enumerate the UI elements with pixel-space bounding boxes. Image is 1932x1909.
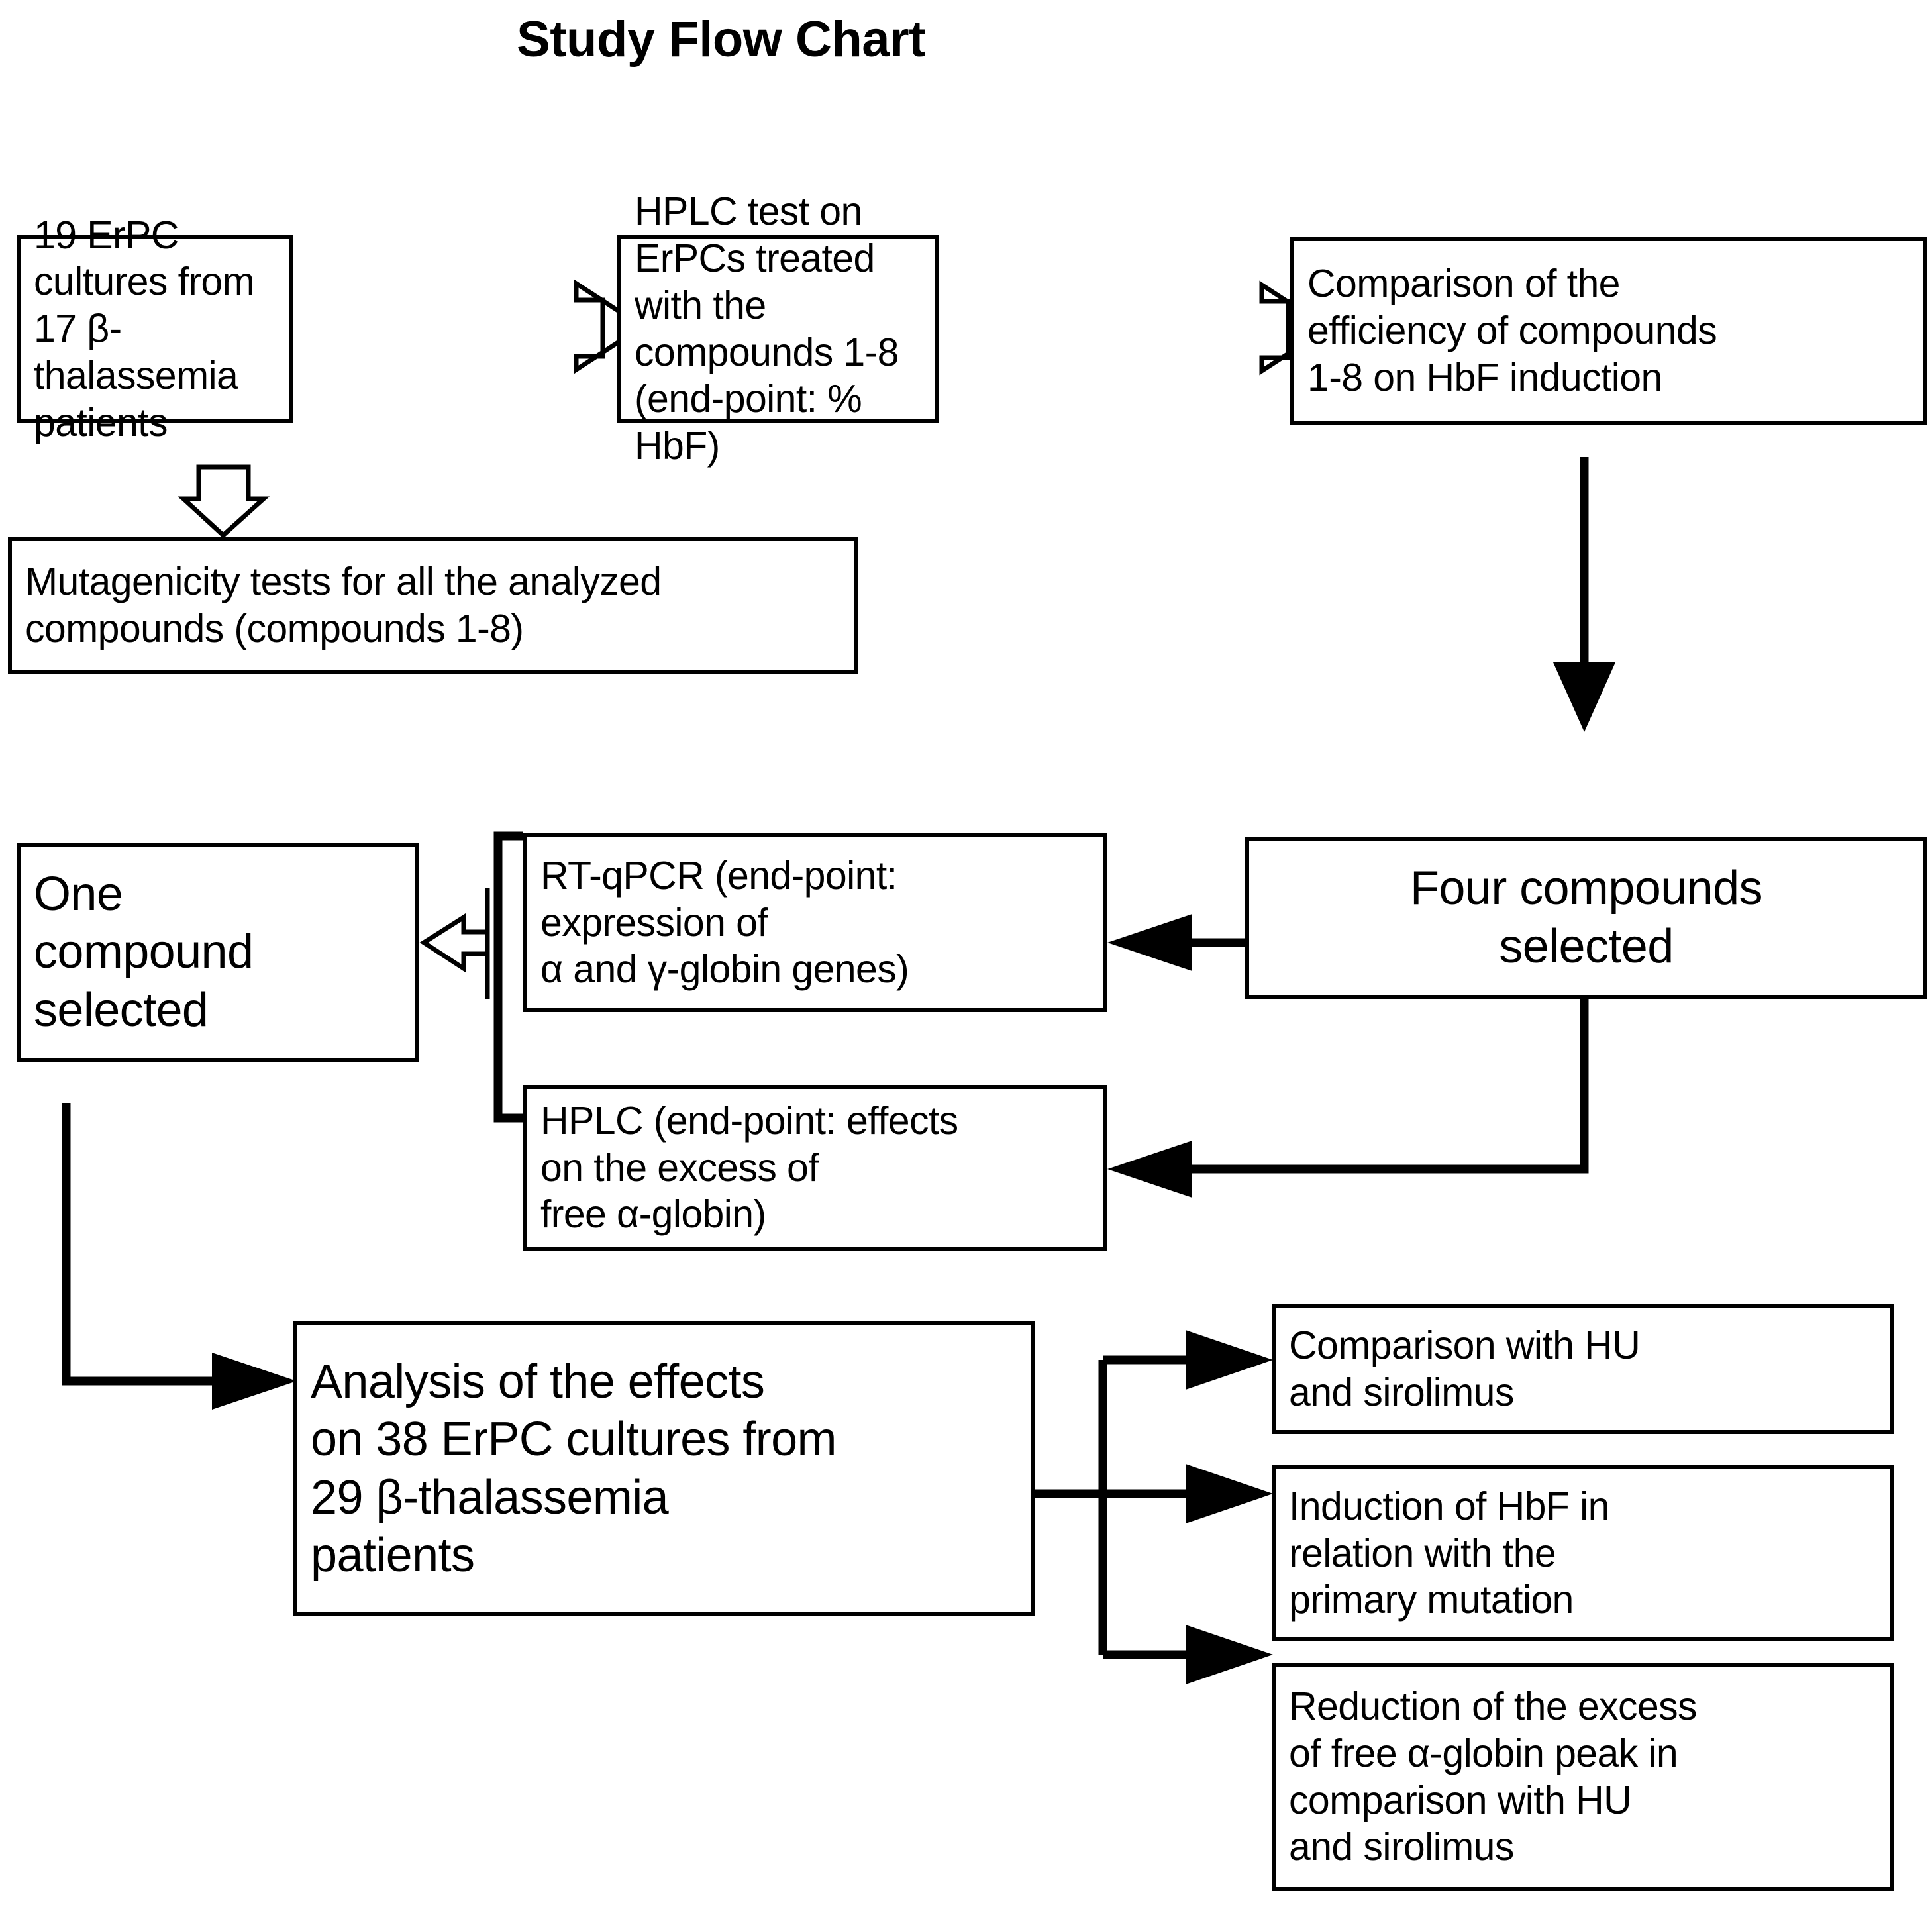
arrow-four-compounds-to-rtqpcr [1107, 914, 1245, 971]
node-analysis-effects-label: Analysis of the effects on 38 ErPC cultu… [311, 1355, 837, 1582]
node-hplc-test-label: HPLC test on ErPCs treated with the comp… [635, 189, 899, 468]
node-rt-qpcr-label: RT-qPCR (end-point: expression of α and … [540, 853, 909, 992]
node-hplc-test[interactable]: HPLC test on ErPCs treated with the comp… [617, 189, 939, 468]
arrow-one-compound-to-analysis [62, 1103, 297, 1410]
node-comparison-efficiency[interactable]: Comparison of the efficiency of compound… [1290, 237, 1927, 425]
node-reduction-excess-label: Reduction of the excess of free α-globin… [1289, 1684, 1698, 1869]
node-erpc-cultures[interactable]: 19 ErPC cultures from 17 β-thalassemia p… [17, 213, 293, 444]
arrow-comparison-to-four-compounds [1553, 457, 1615, 732]
arrow-analysis-branch-trunk [1033, 1360, 1107, 1655]
node-four-compounds[interactable]: Four compounds selected [1245, 837, 1927, 999]
node-rt-qpcr[interactable]: RT-qPCR (end-point: expression of α and … [523, 833, 1107, 1012]
page-title: Study Flow Chart [517, 11, 925, 68]
arrow-bracket-to-one-compound [419, 888, 490, 999]
node-comparison-efficiency-label: Comparison of the efficiency of compound… [1307, 262, 1717, 399]
node-one-compound[interactable]: One compound selected [17, 843, 419, 1062]
bracket-rtqpcr-hplc [493, 831, 523, 1123]
node-reduction-excess[interactable]: Reduction of the excess of free α-globin… [1272, 1663, 1894, 1891]
node-hplc-excess[interactable]: HPLC (end-point: effects on the excess o… [523, 1085, 1107, 1251]
node-induction-hbf-label: Induction of HbF in relation with the pr… [1289, 1484, 1609, 1622]
node-erpc-cultures-label: 19 ErPC cultures from 17 β-thalassemia p… [34, 213, 255, 444]
node-four-compounds-label: Four compounds selected [1410, 862, 1762, 973]
node-induction-hbf[interactable]: Induction of HbF in relation with the pr… [1272, 1465, 1894, 1641]
node-mutagenicity-label: Mutagenicity tests for all the analyzed … [25, 559, 662, 650]
arrow-erpc-to-hplc-test [574, 279, 647, 374]
node-hplc-excess-label: HPLC (end-point: effects on the excess o… [540, 1098, 958, 1237]
node-comparison-hu[interactable]: Comparison with HU and sirolimus [1272, 1304, 1894, 1434]
node-mutagenicity[interactable]: Mutagenicity tests for all the analyzed … [8, 537, 858, 674]
arrow-analysis-to-induction-hbf [1103, 1464, 1273, 1523]
node-analysis-effects[interactable]: Analysis of the effects on 38 ErPC cultu… [293, 1321, 1035, 1616]
arrow-four-compounds-to-hplc-excess [1107, 999, 1589, 1198]
arrow-erpc-to-mutagenicity [178, 464, 270, 539]
arrow-analysis-to-reduction-excess [1103, 1625, 1273, 1684]
node-one-compound-label: One compound selected [34, 868, 254, 1037]
arrow-analysis-to-comparison-hu [1103, 1330, 1273, 1390]
node-comparison-hu-label: Comparison with HU and sirolimus [1289, 1323, 1641, 1414]
